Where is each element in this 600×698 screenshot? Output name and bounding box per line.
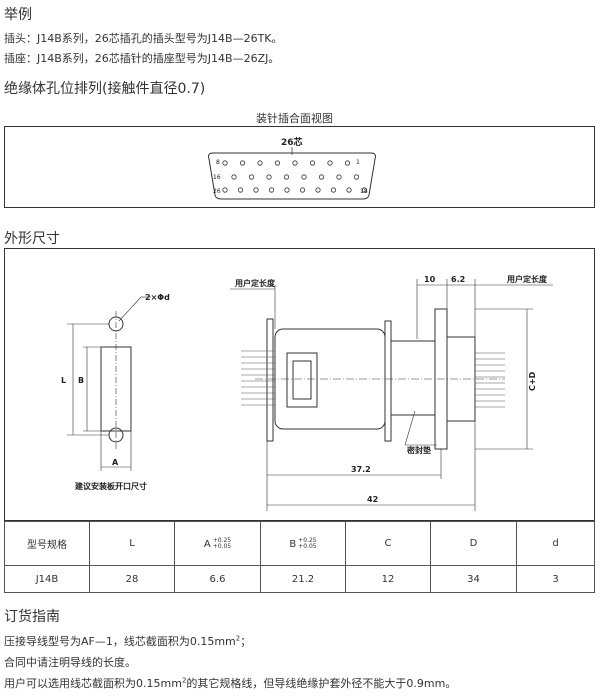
receptacle-shell xyxy=(390,340,436,416)
pin-hole xyxy=(248,174,255,180)
dimension-drawing: 2×Φd L B A 建议安装板开口尺寸 用户定长度 10 6.2 用户定长度 … xyxy=(61,274,553,511)
ordering-line-length: 合同中请注明导线的长度。 xyxy=(4,656,136,669)
pin-hole xyxy=(301,174,307,180)
dim-42-label: 42 xyxy=(367,495,378,504)
panel-flange xyxy=(384,320,392,442)
pin-hole xyxy=(318,174,325,180)
table-row: J14B 28 6.6 21.2 12 34 3 xyxy=(4,565,595,593)
wire-bundle-right xyxy=(475,352,505,408)
dim-A-label: A xyxy=(112,458,119,467)
pin-hole xyxy=(344,160,351,166)
example-line-socket: 插座：J14B系列，26芯插针的插座型号为J14B—26ZJ。 xyxy=(4,52,280,65)
pin-hole xyxy=(284,187,290,193)
cell-B: 21.2 xyxy=(260,565,346,593)
dim-6-2-label: 6.2 xyxy=(451,275,465,284)
pin-hole xyxy=(237,187,244,193)
panel-plate xyxy=(266,318,274,442)
header-A: A+0.25+0.05 xyxy=(174,521,261,566)
cell-L: 28 xyxy=(89,565,175,593)
pin-hole xyxy=(268,187,275,193)
plug-latch xyxy=(286,352,318,408)
header-B: B+0.25+0.05 xyxy=(260,521,346,566)
header-model: 型号规格 xyxy=(4,521,90,566)
pin-hole xyxy=(330,187,337,193)
dim-CD-label: C+D xyxy=(528,371,537,391)
header-d: d xyxy=(516,521,595,566)
pin-hole xyxy=(346,187,352,193)
cell-C: 12 xyxy=(345,565,431,593)
pin-hole xyxy=(239,160,246,166)
header-D: D xyxy=(430,521,517,566)
dim-L-label: L xyxy=(61,376,66,385)
pin-label-16: 16 xyxy=(213,174,221,181)
latch-inner xyxy=(292,360,312,400)
connector-face-outline xyxy=(208,152,376,200)
pin-hole xyxy=(283,174,290,180)
pin-hole xyxy=(299,187,306,193)
dimension-drawing-frame: 2×Φd L B A 建议安装板开口尺寸 用户定长度 10 6.2 用户定长度 … xyxy=(4,248,595,521)
pin-holes xyxy=(222,160,368,193)
hole-diameter-label: 2×Φd xyxy=(145,293,170,302)
cell-d: 3 xyxy=(516,565,595,593)
header-L: L xyxy=(89,521,175,566)
pin-label-26: 26 xyxy=(213,188,221,195)
pin-label-1: 1 xyxy=(356,159,360,166)
dim-B-label: B xyxy=(78,376,84,385)
pin-hole xyxy=(315,187,321,193)
pin-hole xyxy=(309,160,316,166)
header-A-tolerance: +0.25+0.05 xyxy=(212,536,232,550)
header-A-label: A xyxy=(203,538,211,550)
dim-10-label: 10 xyxy=(424,275,436,284)
pin-label-18: 18 xyxy=(360,188,368,195)
pin-label-8: 8 xyxy=(216,159,220,166)
pin-hole xyxy=(327,160,333,166)
panel-cutout-label: 建议安装板开口尺寸 xyxy=(74,481,147,491)
pin-hole xyxy=(257,160,263,166)
pin-hole xyxy=(222,160,228,166)
ordering-line-alt-wire: 用户可以选用线芯截面积为0.15mm2的其它规格线，但导线绝缘护套外径不能大于0… xyxy=(4,676,457,690)
pin-hole xyxy=(231,174,237,180)
spec-table-header: 型号规格 L A+0.25+0.05 B+0.25+0.05 C D d xyxy=(4,521,595,566)
pin-hole xyxy=(336,174,342,180)
header-B-tolerance: +0.25+0.05 xyxy=(298,536,317,550)
pin-layout-frame: 26芯 1 8 16 26 18 xyxy=(4,126,595,208)
cell-A: 6.6 xyxy=(174,565,261,593)
ordering-line-wire: 压接导线型号为AF—1，线芯截面积为0.15mm2； xyxy=(4,634,252,648)
pin-hole xyxy=(274,160,281,166)
user-length-left-label: 用户定长度 xyxy=(234,278,276,288)
ordering-heading: 订货指南 xyxy=(4,609,60,625)
view-title: 装针插合面视图 xyxy=(256,112,333,125)
pin-hole xyxy=(222,187,228,193)
example-heading: 举例 xyxy=(4,7,32,23)
example-line-plug: 插头：J14B系列，26芯插孔的插头型号为J14B—26TK。 xyxy=(4,32,283,45)
seal-label: 密封垫 xyxy=(406,445,431,455)
pin-layout-diagram: 26芯 1 8 16 26 18 xyxy=(208,136,376,200)
pin-count-label: 26芯 xyxy=(281,136,303,148)
header-B-label: B xyxy=(289,538,297,550)
user-length-right-label: 用户定长度 xyxy=(506,274,548,284)
pin-hole xyxy=(292,160,298,166)
dimensions-heading: 外形尺寸 xyxy=(4,231,60,247)
pin-hole xyxy=(253,187,259,193)
cell-model: J14B xyxy=(4,565,90,593)
layout-heading: 绝缘体孔位排列(接触件直径0.7) xyxy=(4,81,206,97)
dim-37-2-label: 37.2 xyxy=(351,465,371,474)
pin-hole xyxy=(361,187,368,193)
cell-D: 34 xyxy=(430,565,517,593)
spec-table: 型号规格 L A+0.25+0.05 B+0.25+0.05 C D d J14… xyxy=(4,521,595,593)
pin-hole xyxy=(266,174,272,180)
pin-hole xyxy=(353,174,360,180)
header-C: C xyxy=(345,521,431,566)
wire-bundle-left xyxy=(241,350,275,406)
